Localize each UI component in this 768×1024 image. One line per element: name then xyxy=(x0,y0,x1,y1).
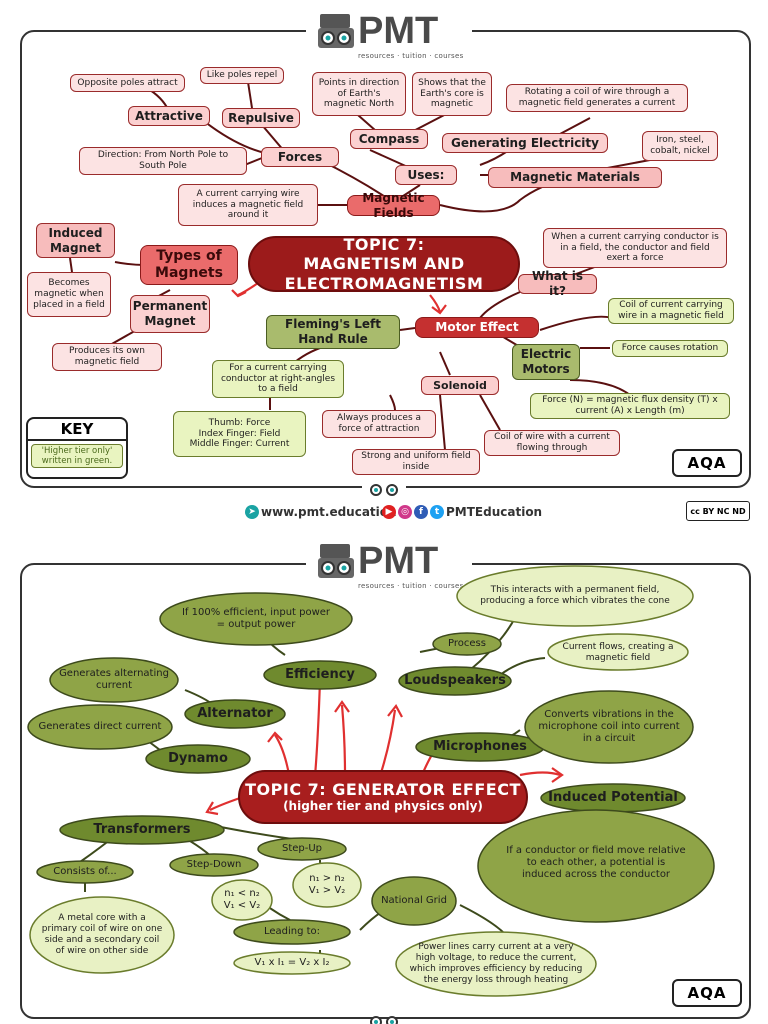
node-what-is-it: What is it? xyxy=(518,269,597,298)
node-leading-to: Leading to: xyxy=(263,925,321,937)
node-converts: Converts vibrations in the microphone co… xyxy=(538,708,680,745)
node-generating-electricity: Generating Electricity xyxy=(442,133,608,153)
main-title: TOPIC 7: GENERATOR EFFECT xyxy=(245,780,521,799)
node-compass: Compass xyxy=(350,129,428,149)
node-electric-motors: Electric Motors xyxy=(512,344,580,380)
node-current-flows: Current flows, creating a magnetic field xyxy=(562,642,674,663)
node-interacts: This interacts with a permanent field, p… xyxy=(480,585,670,606)
node-produces-field: Produces its own magnetic field xyxy=(52,343,162,371)
page-2: PMT resources · tuition · courses xyxy=(0,530,768,1024)
node-coil-current: Coil of current carrying wire in a magne… xyxy=(608,298,734,324)
node-types-of-magnets: Types of Magnets xyxy=(140,245,238,285)
exam-board-badge: AQA xyxy=(672,449,742,477)
pmt-logo-text: PMT xyxy=(358,10,439,52)
node-magnetic-materials: Magnetic Materials xyxy=(488,167,662,188)
website-text: www.pmt.education xyxy=(261,505,397,519)
pmt-book-icon xyxy=(318,14,354,48)
website-link[interactable]: ➤ www.pmt.education xyxy=(245,505,397,519)
node-microphones: Microphones xyxy=(433,739,527,755)
facebook-icon[interactable]: f xyxy=(414,505,428,519)
page-2-shapes xyxy=(27,565,715,1024)
node-motor-effect: Motor Effect xyxy=(415,317,539,338)
node-coil-flowing: Coil of wire with a current flowing thro… xyxy=(484,430,620,456)
node-if-conductor: If a conductor or field move relative to… xyxy=(506,844,686,881)
node-consists-of: Consists of... xyxy=(53,865,117,877)
node-loudspeakers: Loudspeakers xyxy=(404,673,506,689)
node-flemings: Fleming's Left Hand Rule xyxy=(266,315,400,349)
node-right-angles: For a current carrying conductor at righ… xyxy=(212,360,344,398)
node-power-lines: Power lines carry current at a very high… xyxy=(409,942,583,985)
node-efficiency: Efficiency xyxy=(285,667,355,683)
node-always-attraction: Always produces a force of attraction xyxy=(322,410,436,438)
node-dynamo: Dynamo xyxy=(168,751,228,767)
node-n-less: n₁ < n₂ V₁ < V₂ xyxy=(223,887,261,911)
node-formula: V₁ x I₁ = V₂ x I₂ xyxy=(254,956,330,968)
node-permanent-magnet: Permanent Magnet xyxy=(130,295,210,333)
social-text: PMTEducation xyxy=(446,505,543,519)
node-induced-potential: Induced Potential xyxy=(548,790,678,806)
node-current-wire: A current carrying wire induces a magnet… xyxy=(178,184,318,226)
node-national-grid: National Grid xyxy=(381,894,447,906)
node-strong-uniform: Strong and uniform field inside xyxy=(352,449,480,475)
node-thumb: Thumb: Force Index Finger: Field Middle … xyxy=(173,411,306,457)
node-generates-dc: Generates direct current xyxy=(38,720,162,732)
key-title: KEY xyxy=(28,419,126,441)
node-forces: Forces xyxy=(261,147,339,167)
node-process: Process xyxy=(448,637,486,649)
pmt-logo: PMT resources · tuition · courses xyxy=(306,12,472,60)
node-repulsive: Repulsive xyxy=(222,108,300,128)
key-box: KEY 'Higher tier only' written in green. xyxy=(26,417,128,479)
main-subtitle: (higher tier and physics only) xyxy=(283,799,483,813)
node-efficiency-note: If 100% efficient, input power = output … xyxy=(181,606,331,630)
node-points-north: Points in direction of Earth's magnetic … xyxy=(312,72,406,116)
node-becomes-magnetic: Becomes magnetic when placed in a field xyxy=(27,272,111,317)
cursor-icon: ➤ xyxy=(245,505,259,519)
pmt-tagline: resources · tuition · courses xyxy=(358,52,464,60)
node-magnetic-fields: Magnetic Fields xyxy=(347,191,440,220)
pmt-book-icon-2 xyxy=(318,544,354,578)
node-metal-core: A metal core with a primary coil of wire… xyxy=(41,913,163,956)
node-generates-ac: Generates alternating current xyxy=(59,667,169,691)
page-1: PMT resources · tuition · courses Opposi… xyxy=(20,12,751,521)
node-direction: Direction: From North Pole to South Pole xyxy=(79,147,247,175)
main-topic-magnetism: TOPIC 7: MAGNETISM AND ELECTROMAGNETISM xyxy=(248,235,520,293)
youtube-icon[interactable]: ▶ xyxy=(382,505,396,519)
social-links[interactable]: ▶ ◎ f t PMTEducation xyxy=(382,505,542,519)
node-n-greater: n₁ > n₂ V₁ > V₂ xyxy=(308,872,346,896)
node-alternator: Alternator xyxy=(197,706,273,722)
node-transformers: Transformers xyxy=(93,822,191,838)
node-earth-core: Shows that the Earth's core is magnetic xyxy=(412,72,492,116)
cc-license-badge: cc BY NC ND xyxy=(686,501,750,521)
twitter-icon[interactable]: t xyxy=(430,505,444,519)
node-force-rotation: Force causes rotation xyxy=(612,340,728,357)
exam-board-badge-2: AQA xyxy=(672,979,742,1007)
main-topic-generator: TOPIC 7: GENERATOR EFFECT (higher tier a… xyxy=(238,770,528,824)
pmt-logo-2: PMT resources · tuition · courses xyxy=(306,542,472,590)
glasses-icon xyxy=(370,484,398,496)
node-when-current: When a current carrying conductor is in … xyxy=(543,228,727,268)
node-step-up: Step-Up xyxy=(281,842,323,854)
node-induced-magnet: Induced Magnet xyxy=(36,223,115,258)
instagram-icon[interactable]: ◎ xyxy=(398,505,412,519)
node-like-poles: Like poles repel xyxy=(200,67,284,84)
pmt-logo-text-2: PMT xyxy=(358,540,439,582)
node-solenoid: Solenoid xyxy=(421,376,499,395)
node-uses: Uses: xyxy=(395,165,457,185)
node-opposite-poles: Opposite poles attract xyxy=(70,74,185,92)
node-rotating-coil: Rotating a coil of wire through a magnet… xyxy=(506,84,688,112)
node-iron-steel: Iron, steel, cobalt, nickel xyxy=(642,131,718,161)
node-force-formula: Force (N) = magnetic flux density (T) x … xyxy=(530,393,730,419)
key-text: 'Higher tier only' written in green. xyxy=(31,444,123,469)
pmt-tagline-2: resources · tuition · courses xyxy=(358,582,464,590)
node-step-down: Step-Down xyxy=(186,858,242,870)
node-attractive: Attractive xyxy=(128,106,210,126)
